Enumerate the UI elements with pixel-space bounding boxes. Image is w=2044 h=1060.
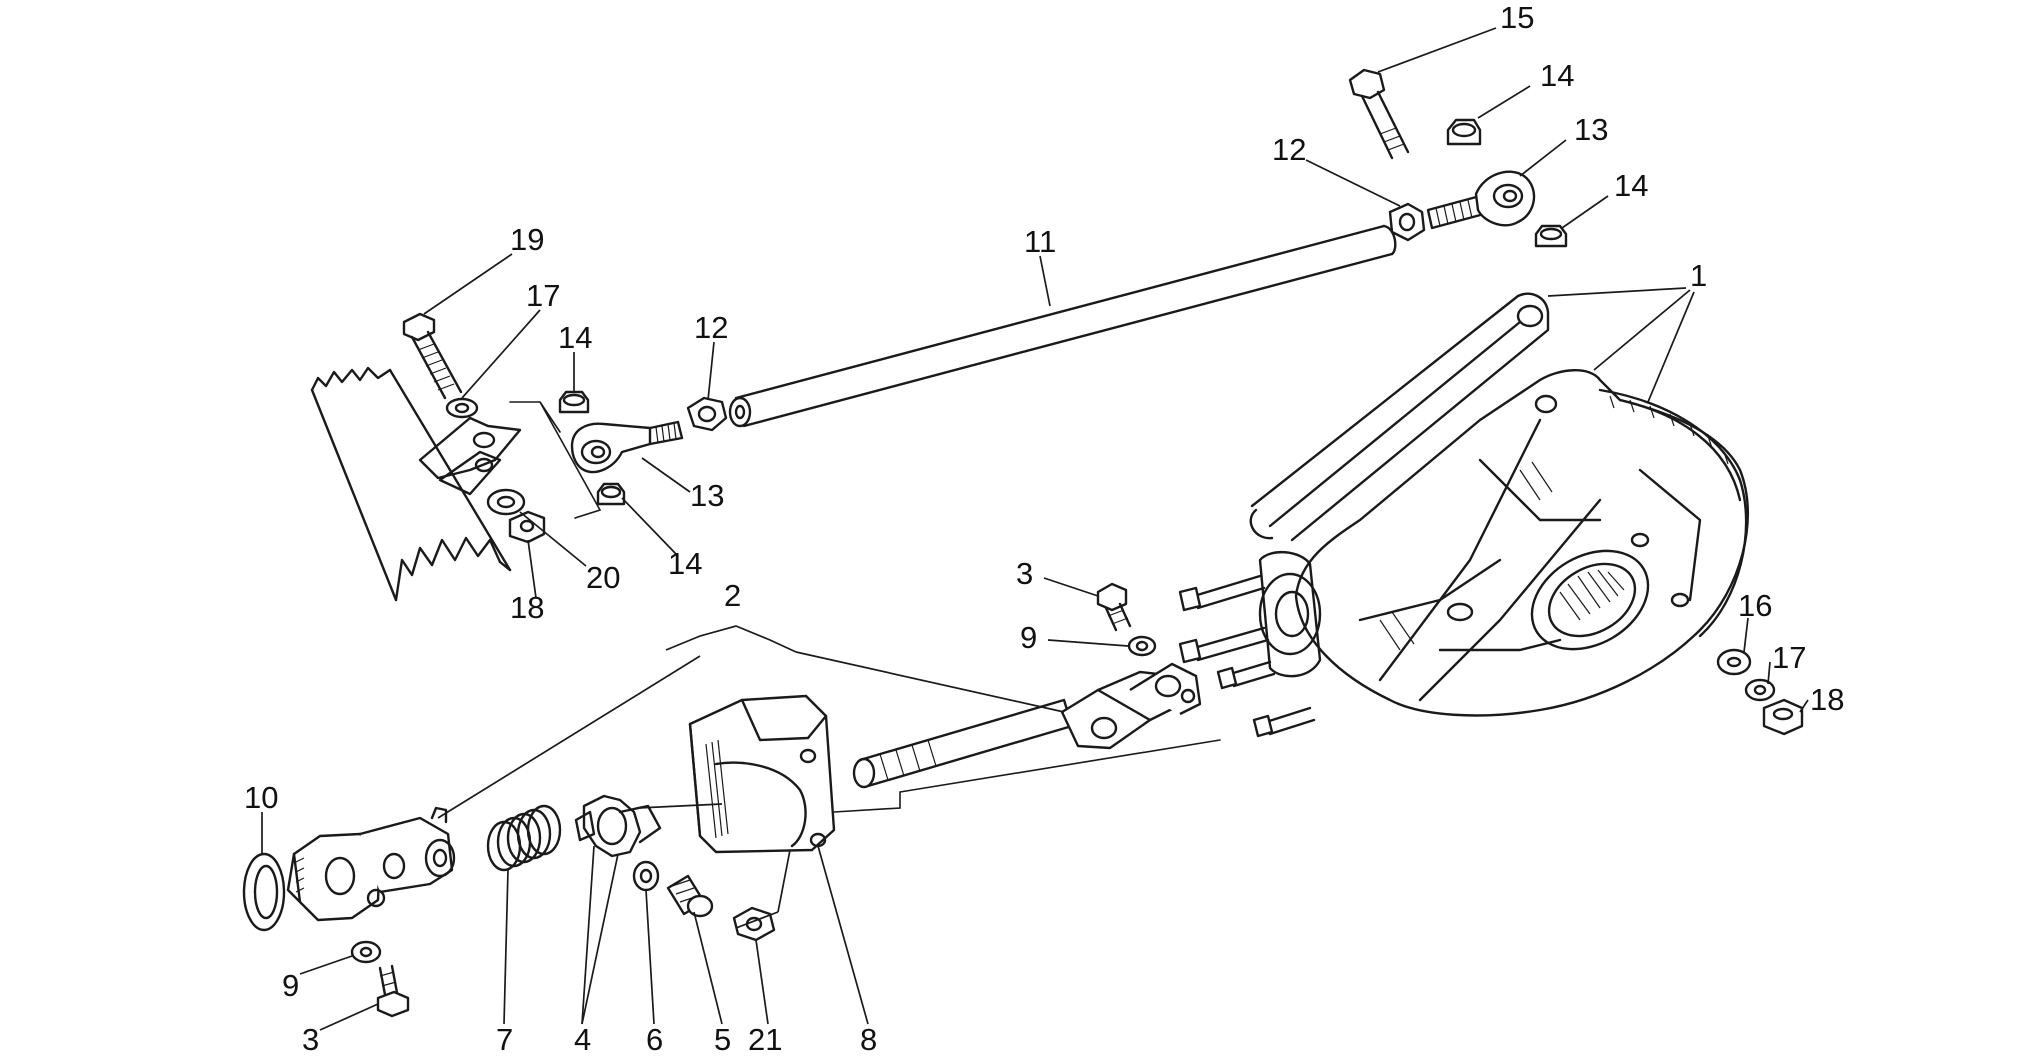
bolt-5 xyxy=(666,874,714,918)
seal-ring-10 xyxy=(242,852,286,932)
nut-18-left xyxy=(508,510,546,544)
callout-12-left: 12 xyxy=(694,310,728,345)
callout-11: 11 xyxy=(1024,224,1056,259)
nut-12-left xyxy=(686,396,728,432)
washer-9-upper xyxy=(1127,635,1157,657)
washer-17-right xyxy=(1744,678,1776,702)
rod-end-13-right xyxy=(1426,170,1536,230)
callout-3-lower: 3 xyxy=(302,1022,319,1057)
washer-16 xyxy=(1716,648,1752,676)
washer-20 xyxy=(486,488,526,516)
callout-17-right: 17 xyxy=(1772,640,1806,675)
universal-joint-yoke-left xyxy=(286,806,456,922)
bushing-14-upper-left xyxy=(558,390,590,414)
clamp-4 xyxy=(574,794,662,858)
bushing-14-lower-right xyxy=(1534,224,1568,248)
washer-17-left xyxy=(445,397,479,419)
callout-numbers: 15 14 13 14 12 11 1 19 17 14 12 13 14 20… xyxy=(244,0,1844,1057)
callout-14-b: 14 xyxy=(1614,168,1648,203)
bolt-3-upper xyxy=(1096,582,1132,632)
washer-9-lower xyxy=(350,940,382,964)
nut-21 xyxy=(732,906,776,942)
leader-lines xyxy=(261,27,1809,1031)
callout-9-lower: 9 xyxy=(282,968,299,1003)
bushing-14-upper-right xyxy=(1446,118,1482,146)
final-drive-housing xyxy=(1249,292,1750,717)
callout-8: 8 xyxy=(860,1022,877,1057)
callout-5: 5 xyxy=(714,1022,731,1057)
callout-13-right: 13 xyxy=(1574,112,1608,147)
drive-shaft-assembly xyxy=(852,662,1202,789)
washer-6 xyxy=(632,860,660,892)
nut-18-right xyxy=(1762,698,1804,736)
callout-12-right: 12 xyxy=(1272,132,1306,167)
spring-7 xyxy=(486,804,562,872)
callout-13-left: 13 xyxy=(690,478,724,513)
assembly-axis-line xyxy=(833,739,1221,813)
boot-housing-8 xyxy=(688,694,836,854)
housing-studs xyxy=(1178,574,1316,738)
callout-14-left-upper: 14 xyxy=(558,320,592,355)
callout-20: 20 xyxy=(586,560,620,595)
callout-4: 4 xyxy=(574,1022,591,1057)
callout-21: 21 xyxy=(748,1022,782,1057)
bolt-19 xyxy=(402,312,463,400)
nut-12-right xyxy=(1388,202,1426,242)
callout-9-upper: 9 xyxy=(1020,620,1037,655)
rod-end-13-left xyxy=(570,420,684,474)
callout-14-a: 14 xyxy=(1540,58,1574,93)
bolt-3-lower xyxy=(376,964,410,1018)
callout-18-left: 18 xyxy=(510,590,544,625)
callout-7: 7 xyxy=(496,1022,513,1057)
callout-2: 2 xyxy=(724,578,741,613)
callout-16: 16 xyxy=(1738,588,1772,623)
callout-17-left: 17 xyxy=(526,278,560,313)
bushing-14-lower-left xyxy=(596,482,626,506)
callout-19: 19 xyxy=(510,222,544,257)
frame-tube-section xyxy=(310,366,512,602)
callout-1: 1 xyxy=(1690,258,1707,293)
callout-6: 6 xyxy=(646,1022,663,1057)
bolt-15 xyxy=(1348,68,1410,160)
mounting-bracket xyxy=(418,401,602,519)
callout-10: 10 xyxy=(244,780,278,815)
callout-15: 15 xyxy=(1500,0,1534,35)
callout-3-upper: 3 xyxy=(1016,556,1033,591)
callout-14-left-lower: 14 xyxy=(668,546,702,581)
tie-rod-11 xyxy=(728,224,1397,428)
callout-18-right: 18 xyxy=(1810,682,1844,717)
